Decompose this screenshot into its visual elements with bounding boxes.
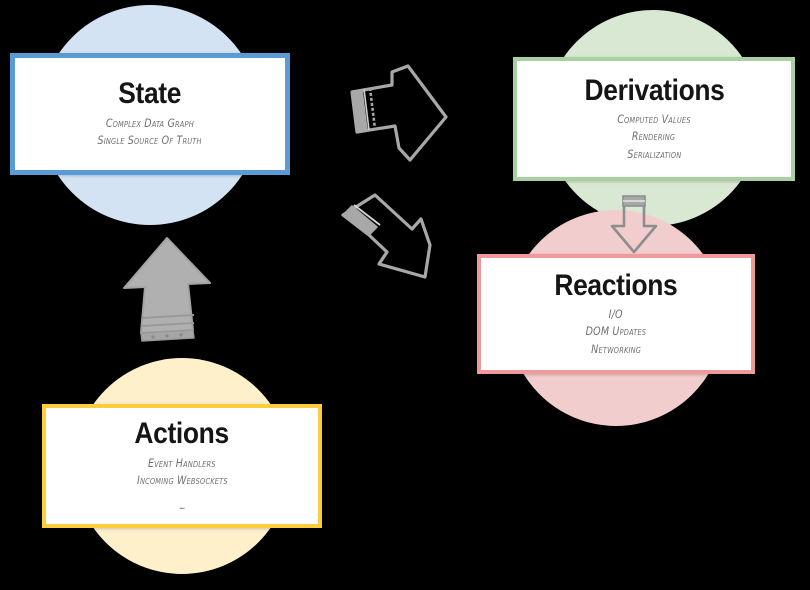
arrow-reactions-to-actions bbox=[341, 193, 432, 279]
node-actions-title: Actions bbox=[134, 417, 230, 451]
node-actions[interactable]: Actions Event Handlers Incoming Websocke… bbox=[42, 404, 322, 528]
node-reactions-subtitle-3: Networking bbox=[591, 341, 641, 356]
arrow-derivations-to-reactions bbox=[610, 195, 658, 254]
arrow-actions-to-state bbox=[123, 237, 211, 342]
node-derivations[interactable]: Derivations Computed Values Rendering Se… bbox=[513, 57, 795, 181]
node-reactions[interactable]: Reactions I/O DOM Updates Networking bbox=[477, 254, 755, 374]
node-actions-subtitle-2: Incoming Websockets bbox=[136, 473, 228, 488]
node-derivations-subtitle-1: Computed Values bbox=[617, 111, 691, 126]
node-reactions-subtitle-2: DOM Updates bbox=[585, 324, 647, 339]
node-state-subtitle-1: Complex Data Graph bbox=[105, 115, 195, 130]
node-state-subtitle-2: Single Source Of Truth bbox=[97, 133, 203, 148]
node-state[interactable]: State Complex Data Graph Single Source O… bbox=[10, 53, 290, 175]
node-derivations-title: Derivations bbox=[584, 73, 724, 107]
node-reactions-subtitle-1: I/O bbox=[608, 306, 624, 321]
node-derivations-subtitle-2: Rendering bbox=[632, 129, 676, 144]
arrow-state-to-derivations bbox=[350, 64, 448, 162]
node-reactions-title: Reactions bbox=[554, 268, 678, 302]
node-actions-ellipsis: .... bbox=[179, 500, 186, 512]
node-derivations-subtitle-3: Serialization bbox=[626, 146, 682, 161]
node-actions-subtitle-1: Event Handlers bbox=[148, 455, 216, 470]
node-state-title: State bbox=[118, 77, 182, 111]
